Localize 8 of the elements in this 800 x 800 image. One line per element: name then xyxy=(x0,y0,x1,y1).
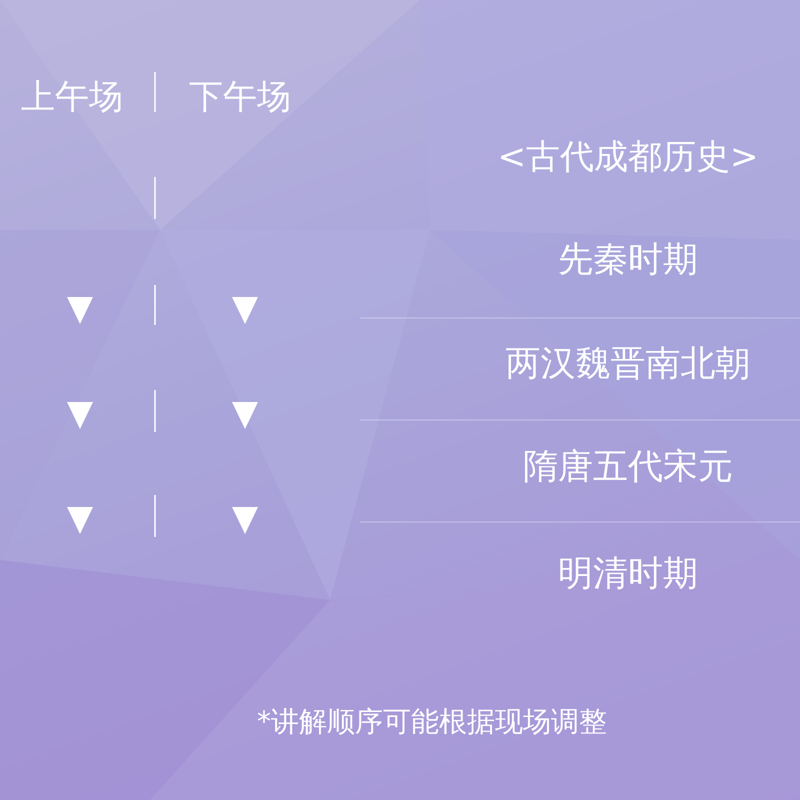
column-heading: 下午场 xyxy=(189,80,291,114)
column-heading: 上午场 xyxy=(21,80,123,114)
period-label: 明清时期 xyxy=(558,557,698,592)
period-label: 先秦时期 xyxy=(558,243,698,278)
footnote: *讲解顺序可能根据现场调整 xyxy=(257,708,607,736)
section-title: <古代成都历史> xyxy=(498,140,758,174)
period-label: 两汉魏晋南北朝 xyxy=(506,347,750,382)
period-label: 隋唐五代宋元 xyxy=(523,450,733,485)
